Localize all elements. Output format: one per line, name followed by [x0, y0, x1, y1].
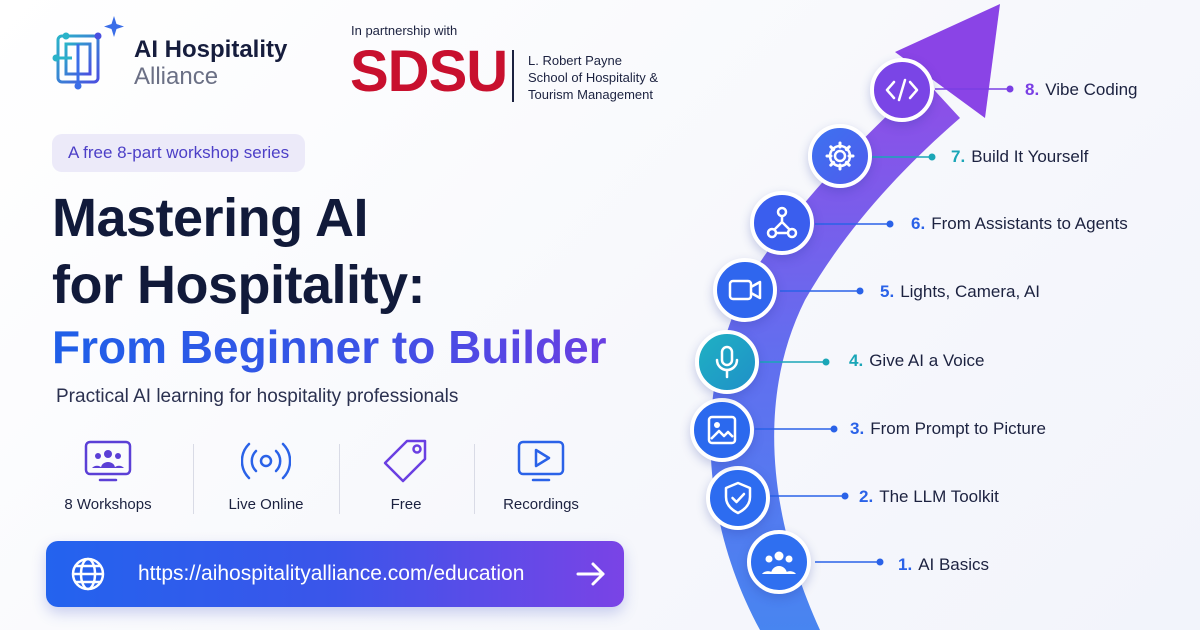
- step-7-label: 7. Build It Yourself: [951, 147, 1088, 167]
- step-7-badge: [808, 124, 872, 188]
- step-8-label: 8. Vibe Coding: [1025, 80, 1138, 100]
- step-title: From Assistants to Agents: [931, 214, 1128, 233]
- partner-school-line2: School of Hospitality &: [528, 70, 659, 85]
- brand-name-line2: Alliance: [134, 63, 219, 90]
- url-link-button[interactable]: https://aihospitalityalliance.com/educat…: [46, 541, 624, 607]
- step-4-label: 4. Give AI a Voice: [849, 351, 984, 371]
- feature-workshops: 8 Workshops: [40, 436, 176, 513]
- image-icon: [707, 415, 737, 445]
- feature-recordings: Recordings: [473, 436, 609, 513]
- globe-icon: [71, 557, 105, 591]
- step-title: Build It Yourself: [971, 147, 1089, 166]
- feature-divider: [339, 444, 340, 514]
- price-tag-icon: [383, 439, 427, 483]
- title-line2: for Hospitality:: [52, 255, 426, 315]
- partner-school-line3: Tourism Management: [528, 87, 653, 102]
- shield-check-icon: [724, 481, 752, 515]
- agents-network-icon: [766, 206, 798, 239]
- gear-icon: [825, 141, 855, 171]
- step-3-badge: [690, 398, 754, 462]
- step-1-badge: [747, 530, 811, 594]
- users-monitor-icon: [84, 440, 132, 482]
- feature-divider: [474, 444, 475, 514]
- url-text[interactable]: https://aihospitalityalliance.com/educat…: [138, 562, 525, 585]
- arrow-right-icon: [576, 562, 605, 586]
- step-number: 1.: [898, 555, 913, 574]
- code-icon: [885, 78, 919, 102]
- step-number: 6.: [911, 214, 926, 233]
- feature-live-online: Live Online: [198, 436, 334, 513]
- broadcast-icon: [241, 442, 291, 480]
- subtitle: Practical AI learning for hospitality pr…: [56, 386, 459, 407]
- step-number: 8.: [1025, 80, 1040, 99]
- brand-name-line1: AI Hospitality: [134, 36, 288, 63]
- title-line3: From Beginner to Builder: [52, 318, 607, 376]
- step-title: The LLM Toolkit: [879, 487, 999, 506]
- series-pill: A free 8-part workshop series: [52, 134, 306, 172]
- step-title: Give AI a Voice: [869, 351, 985, 370]
- step-4-badge: [695, 330, 759, 394]
- sdsu-logo-text: SDSU: [350, 39, 508, 104]
- step-8-badge: [870, 58, 934, 122]
- partner-label: In partnership with: [351, 23, 458, 38]
- step-number: 2.: [859, 487, 874, 506]
- video-camera-icon: [728, 279, 762, 301]
- feature-label: Recordings: [503, 496, 579, 513]
- step-number: 7.: [951, 147, 966, 166]
- step-title: Vibe Coding: [1045, 80, 1138, 99]
- users-icon: [762, 551, 796, 574]
- step-number: 4.: [849, 351, 864, 370]
- video-play-icon: [517, 440, 565, 482]
- step-5-badge: [713, 258, 777, 322]
- partner-divider: [512, 50, 514, 102]
- feature-label: Free: [390, 496, 422, 513]
- step-number: 3.: [850, 419, 865, 438]
- feature-divider: [193, 444, 194, 514]
- partner-school: L. Robert Payne School of Hospitality & …: [528, 52, 658, 103]
- step-5-label: 5. Lights, Camera, AI: [880, 282, 1040, 302]
- step-number: 5.: [880, 282, 895, 301]
- step-6-badge: [750, 191, 814, 255]
- feature-label: 8 Workshops: [64, 496, 152, 513]
- feature-label: Live Online: [228, 496, 304, 513]
- brand-name: AI Hospitality Alliance: [134, 36, 287, 90]
- step-1-label: 1. AI Basics: [898, 555, 989, 575]
- step-2-label: 2. The LLM Toolkit: [859, 487, 999, 507]
- step-title: From Prompt to Picture: [870, 419, 1046, 438]
- title-line1: Mastering AI: [52, 188, 369, 248]
- step-title: Lights, Camera, AI: [900, 282, 1041, 301]
- step-title: AI Basics: [918, 555, 990, 574]
- microphone-icon: [715, 345, 739, 379]
- feature-free: Free: [338, 436, 474, 513]
- partner-school-line1: L. Robert Payne: [528, 53, 622, 68]
- step-2-badge: [706, 466, 770, 530]
- step-6-label: 6. From Assistants to Agents: [911, 214, 1128, 234]
- step-3-label: 3. From Prompt to Picture: [850, 419, 1046, 439]
- ai-hospitality-alliance-logo-icon: [52, 16, 124, 90]
